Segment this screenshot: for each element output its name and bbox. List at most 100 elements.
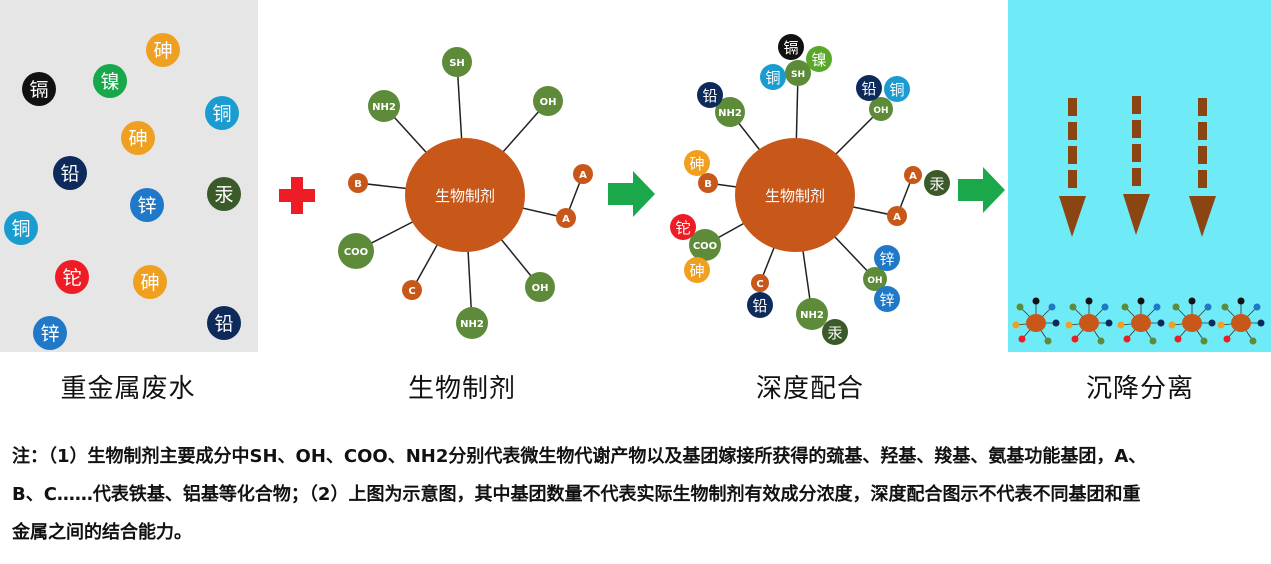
- floc-icon: [1012, 297, 1060, 345]
- ion-cd: 镉: [22, 72, 56, 106]
- plus-icon: [279, 177, 315, 214]
- caption-waste: 重金属废水: [60, 374, 196, 404]
- svg-text:A: A: [909, 171, 917, 182]
- bound-ion-hg: 汞: [924, 170, 950, 196]
- svg-text:砷: 砷: [140, 272, 159, 294]
- svg-text:C: C: [408, 286, 415, 297]
- svg-text:铊: 铊: [62, 267, 81, 289]
- svg-text:COO: COO: [344, 247, 368, 258]
- group-c: C: [402, 280, 422, 300]
- group-a: A: [556, 208, 576, 228]
- group-a: A: [904, 166, 922, 184]
- waste-ions: 镉 镍 砷 铜 砷 铅 锌 汞: [4, 33, 241, 350]
- sediment-flocs: [1012, 297, 1265, 345]
- svg-text:COO: COO: [693, 241, 717, 252]
- ion-cu: 铜: [4, 211, 38, 245]
- svg-text:OH: OH: [867, 276, 882, 286]
- agent-core-label: 生物制剂: [435, 187, 495, 205]
- svg-text:砷: 砷: [153, 40, 172, 62]
- group-nh2: NH2: [715, 97, 745, 127]
- down-arrow-icon: [1123, 96, 1150, 235]
- svg-text:锌: 锌: [137, 195, 156, 217]
- deep-complex: 生物制剂 SH NH2 OH B COO C NH2 OH A A 镉 镍 铜 …: [670, 34, 950, 345]
- down-arrow-icon: [1059, 98, 1086, 237]
- svg-text:铅: 铅: [60, 163, 79, 185]
- group-coo: COO: [689, 229, 721, 261]
- agent-core: [405, 138, 525, 252]
- ion-as: 砷: [133, 265, 167, 299]
- svg-text:锌: 锌: [879, 291, 894, 309]
- svg-text:B: B: [354, 179, 362, 190]
- svg-text:NH2: NH2: [460, 319, 484, 330]
- bound-ion-as: 砷: [684, 150, 710, 176]
- group-oh: OH: [869, 97, 893, 121]
- bound-ion-zn: 锌: [874, 286, 900, 312]
- svg-text:A: A: [562, 214, 570, 225]
- bio-agent: 生物制剂 SH NH2 OH B COO C NH2 OH A A: [338, 47, 593, 339]
- svg-text:A: A: [579, 170, 587, 181]
- bound-ion-cu: 铜: [760, 64, 786, 90]
- ion-as: 砷: [121, 121, 155, 155]
- svg-text:砷: 砷: [689, 155, 704, 173]
- process-diagram: 镉 镍 砷 铜 砷 铅 锌 汞: [4, 33, 1265, 350]
- group-b: B: [348, 173, 368, 193]
- svg-text:铜: 铜: [765, 69, 780, 87]
- floc-icon: [1117, 297, 1165, 345]
- svg-text:A: A: [893, 212, 901, 223]
- svg-text:砷: 砷: [689, 262, 704, 280]
- svg-text:SH: SH: [791, 70, 805, 80]
- footnote-line-2: B、C……代表铁基、铝基等化合物；（2）上图为示意图，其中基团数量不代表实际生物…: [12, 484, 1141, 505]
- svg-text:镍: 镍: [811, 51, 826, 69]
- svg-text:锌: 锌: [879, 250, 894, 268]
- group-sh: SH: [785, 60, 811, 86]
- group-sh: SH: [442, 47, 472, 77]
- group-nh2: NH2: [456, 307, 488, 339]
- ion-zn: 锌: [33, 316, 67, 350]
- bound-ion-tl: 铊: [670, 214, 696, 240]
- ion-pb: 铅: [207, 306, 241, 340]
- svg-text:NH2: NH2: [718, 108, 742, 119]
- bound-ion-cu: 铜: [884, 76, 910, 102]
- green-arrow-icon: [608, 171, 655, 217]
- bound-ion-pb: 铅: [697, 82, 723, 108]
- bound-ion-zn: 锌: [874, 245, 900, 271]
- footnote-line-3: 金属之间的结合能力。: [12, 522, 192, 543]
- caption-agent: 生物制剂: [407, 374, 516, 404]
- svg-text:汞: 汞: [827, 324, 842, 342]
- wastewater-panel: [0, 0, 258, 352]
- group-oh: OH: [863, 267, 887, 291]
- svg-text:铜: 铜: [11, 218, 30, 240]
- down-arrow-icon: [1189, 98, 1216, 237]
- ion-ni: 镍: [93, 64, 127, 98]
- ion-pb: 铅: [53, 156, 87, 190]
- group-coo: COO: [338, 233, 374, 269]
- bound-ion-pb: 铅: [747, 292, 773, 318]
- complex-core: [735, 138, 855, 252]
- ion-as: 砷: [146, 33, 180, 67]
- ion-hg: 汞: [207, 177, 241, 211]
- svg-text:镉: 镉: [29, 79, 48, 101]
- svg-text:锌: 锌: [40, 323, 59, 345]
- group-a: A: [573, 164, 593, 184]
- group-a: A: [887, 206, 907, 226]
- settling-arrows: [1059, 96, 1216, 237]
- svg-text:镉: 镉: [783, 39, 798, 57]
- svg-text:NH2: NH2: [372, 102, 396, 113]
- floc-icon: [1217, 297, 1265, 345]
- svg-text:SH: SH: [449, 58, 465, 69]
- group-nh2: NH2: [368, 90, 400, 122]
- svg-text:C: C: [756, 279, 763, 290]
- group-c: C: [751, 274, 769, 292]
- svg-text:OH: OH: [532, 283, 549, 294]
- group-oh: OH: [533, 86, 563, 116]
- ion-cu: 铜: [205, 96, 239, 130]
- bound-ion-cd: 镉: [778, 34, 804, 60]
- svg-text:铊: 铊: [675, 219, 690, 237]
- svg-text:NH2: NH2: [800, 310, 824, 321]
- svg-text:汞: 汞: [929, 175, 944, 193]
- caption-settle: 沉降分离: [1085, 374, 1194, 404]
- footnote-line-1: 注：（1）生物制剂主要成分中SH、OH、COO、NH2分别代表微生物代谢产物以及…: [12, 446, 1147, 467]
- svg-text:镍: 镍: [100, 71, 119, 93]
- complex-core-label: 生物制剂: [765, 187, 825, 205]
- ion-tl: 铊: [55, 260, 89, 294]
